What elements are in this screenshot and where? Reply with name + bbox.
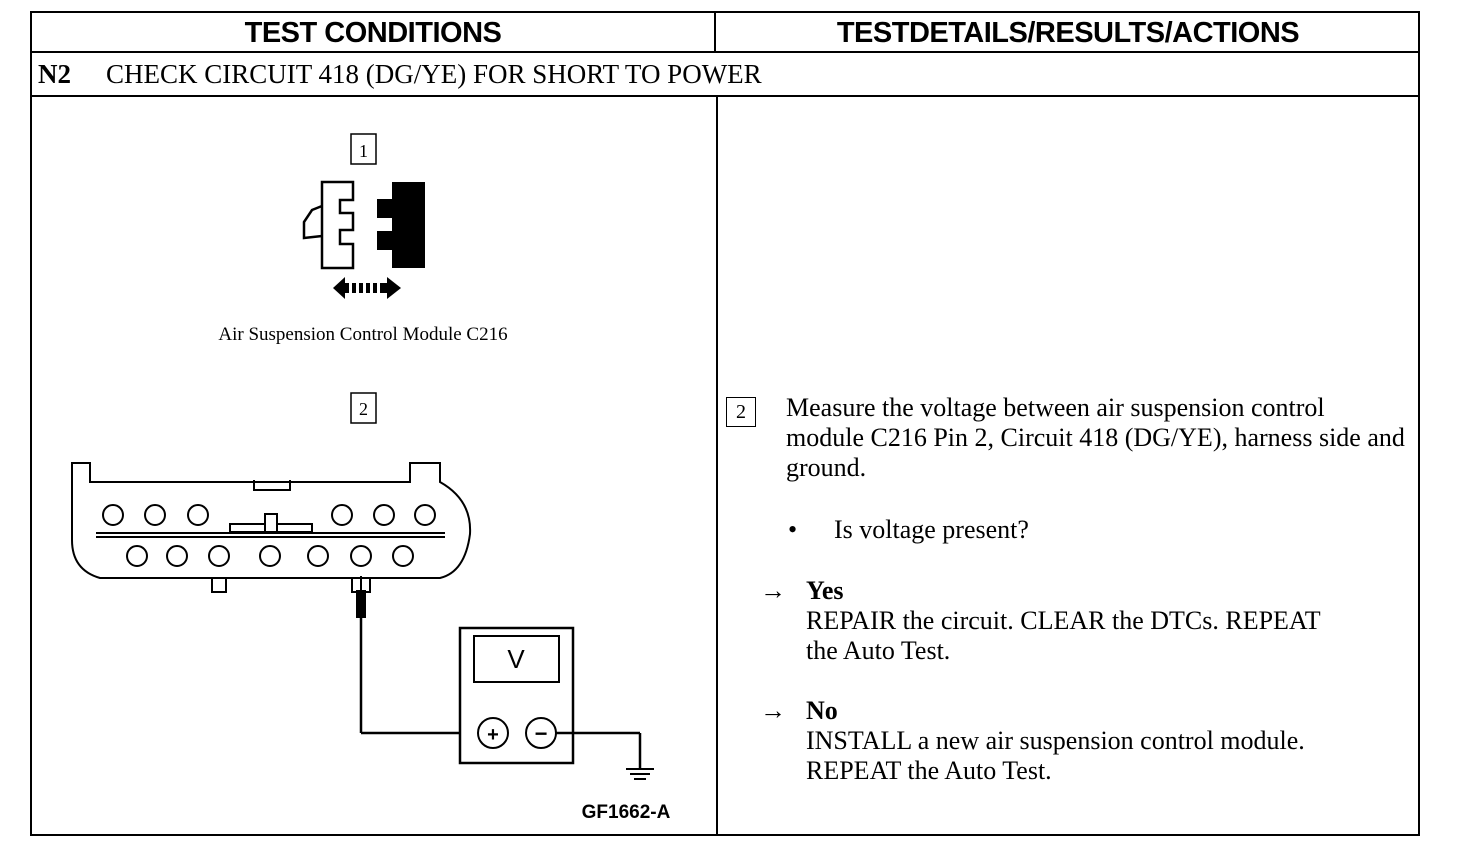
test-probe-icon bbox=[356, 576, 478, 735]
yes-action: REPAIR the circuit. CLEAR the DTCs. REPE… bbox=[806, 606, 1321, 665]
test-table: TEST CONDITIONS TESTDETAILS/RESULTS/ACTI… bbox=[30, 11, 1420, 836]
step-id: N2 bbox=[38, 59, 71, 89]
minus-terminal: − bbox=[535, 721, 548, 746]
no-answer: → No INSTALL a new air suspension contro… bbox=[760, 696, 1406, 786]
figure-code: GF1662-A bbox=[582, 802, 671, 823]
meter-label: V bbox=[507, 644, 525, 674]
connector-face-icon bbox=[71, 462, 472, 593]
yes-arrow-icon: → bbox=[760, 576, 786, 605]
step2-number: 2 bbox=[359, 399, 368, 419]
measure-instruction: Measure the voltage between air suspensi… bbox=[786, 393, 1405, 482]
ground-icon bbox=[556, 731, 654, 780]
step-title: CHECK CIRCUIT 418 (DG/YE) FOR SHORT TO P… bbox=[106, 59, 762, 89]
header-test-details: TESTDETAILS/RESULTS/ACTIONS bbox=[716, 13, 1420, 53]
step2-number-box bbox=[350, 392, 377, 424]
connector-disconnect-icon bbox=[302, 180, 425, 299]
no-label: No bbox=[806, 696, 838, 725]
step1-number: 1 bbox=[359, 141, 368, 161]
step1-number-box bbox=[350, 133, 377, 165]
plus-terminal: + bbox=[487, 724, 499, 746]
step-title-row: N2 CHECK CIRCUIT 418 (DG/YE) FOR SHORT T… bbox=[32, 53, 1418, 97]
header-test-conditions: TEST CONDITIONS bbox=[32, 13, 716, 53]
yes-label: Yes bbox=[806, 576, 844, 605]
bullet-icon: • bbox=[788, 515, 798, 544]
connector-caption: Air Suspension Control Module C216 bbox=[218, 324, 507, 345]
column-divider bbox=[716, 97, 718, 836]
yes-answer: → Yes REPAIR the circuit. CLEAR the DTCs… bbox=[760, 576, 1406, 666]
voltmeter-icon: V + − bbox=[458, 626, 575, 765]
no-action: INSTALL a new air suspension control mod… bbox=[806, 726, 1305, 785]
question-text: Is voltage present? bbox=[834, 515, 1029, 544]
no-arrow-icon: → bbox=[760, 696, 786, 725]
detail-step-number: 2 bbox=[726, 397, 756, 427]
